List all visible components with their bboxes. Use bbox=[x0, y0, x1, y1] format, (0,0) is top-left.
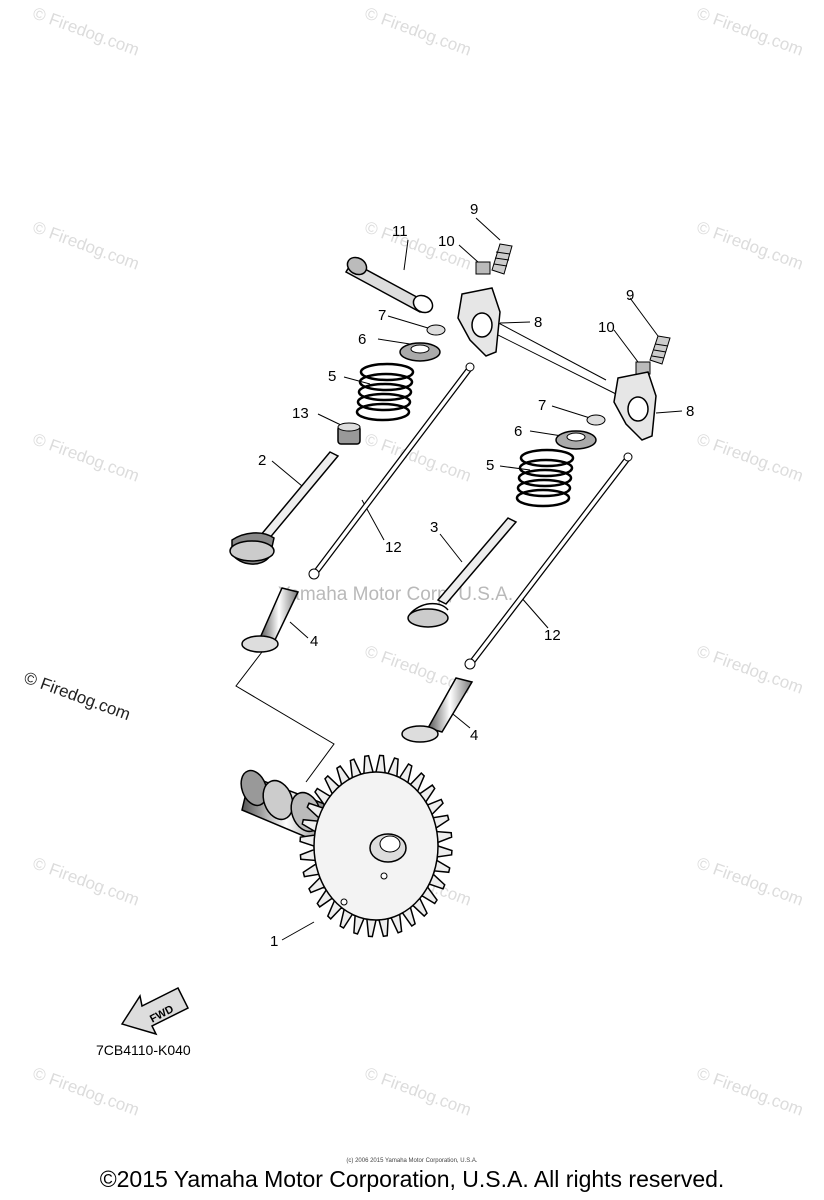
spring-retainer-right bbox=[555, 430, 597, 450]
push-rod-left bbox=[308, 362, 475, 580]
valve-spring-right bbox=[515, 448, 575, 508]
valve-collet-right bbox=[586, 414, 606, 426]
callout-4-lower: 4 bbox=[470, 727, 479, 744]
fwd-arrow-icon: FWD bbox=[120, 986, 190, 1036]
callout-10: 10 bbox=[438, 233, 455, 250]
valve-collet-left bbox=[426, 324, 446, 336]
callout-11: 11 bbox=[392, 223, 408, 240]
adjusting-screw-right bbox=[649, 335, 671, 365]
callout-9: 9 bbox=[470, 201, 479, 218]
callout-4: 4 bbox=[310, 633, 319, 650]
callout-3: 3 bbox=[430, 519, 439, 536]
callout-7-right: 7 bbox=[538, 397, 547, 414]
spring-retainer-left bbox=[399, 342, 441, 362]
callout-8-right: 8 bbox=[686, 403, 695, 420]
callout-12: 12 bbox=[385, 539, 402, 556]
callout-7: 7 bbox=[378, 307, 387, 324]
exhaust-valve bbox=[407, 517, 518, 628]
callout-10-right: 10 bbox=[598, 319, 615, 336]
valve-lifter-lower bbox=[401, 677, 474, 743]
push-rod-right bbox=[464, 452, 633, 670]
rocker-arm-right bbox=[613, 371, 657, 441]
callout-6: 6 bbox=[358, 331, 367, 348]
callout-5-right: 5 bbox=[486, 457, 495, 474]
callout-6-right: 6 bbox=[514, 423, 523, 440]
diagram-part-code: 7CB4110-K040 bbox=[96, 1042, 191, 1058]
rocker-shaft bbox=[344, 256, 434, 314]
camshaft bbox=[240, 754, 453, 938]
valve-spring-left bbox=[355, 362, 415, 422]
callout-12-right: 12 bbox=[544, 627, 561, 644]
tiny-copyright: (c) 2006 2015 Yamaha Motor Corporation, … bbox=[346, 1158, 478, 1164]
callout-13: 13 bbox=[292, 405, 309, 422]
leader-lines bbox=[235, 217, 683, 941]
callout-5: 5 bbox=[328, 368, 337, 385]
adjusting-screw-left bbox=[491, 243, 513, 275]
callout-1: 1 bbox=[270, 933, 279, 950]
callout-8: 8 bbox=[534, 314, 543, 331]
valve-stem-seal bbox=[337, 422, 361, 445]
callout-2: 2 bbox=[258, 452, 267, 469]
valve-lifter-upper bbox=[241, 587, 300, 653]
locknut-left bbox=[475, 261, 491, 275]
copyright-notice: ©2015 Yamaha Motor Corporation, U.S.A. A… bbox=[99, 1166, 725, 1192]
rocker-arm-left bbox=[457, 287, 501, 357]
intake-valve bbox=[229, 451, 340, 565]
callout-9-right: 9 bbox=[626, 287, 635, 304]
